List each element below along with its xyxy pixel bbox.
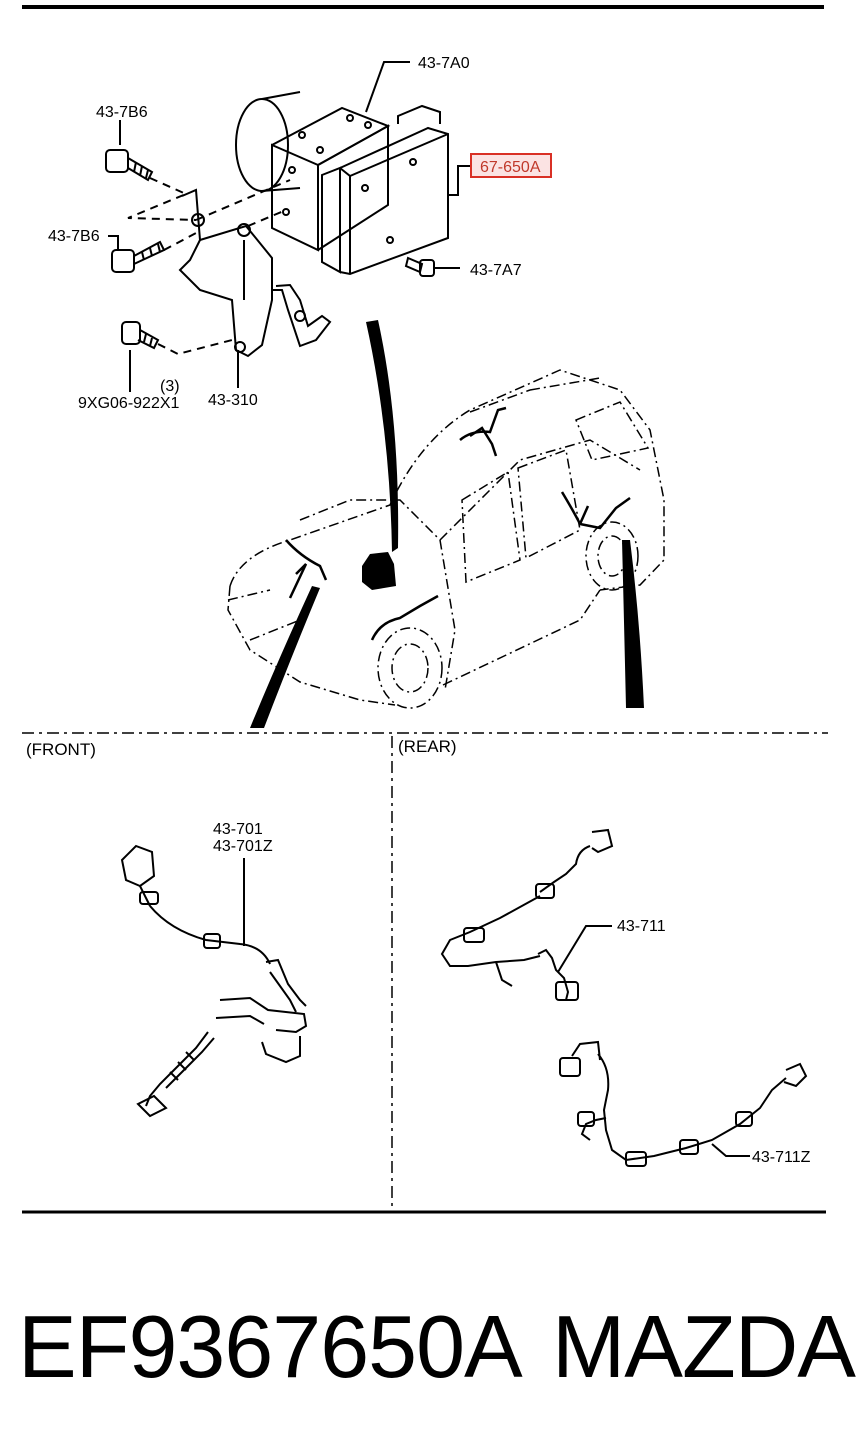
bolt-bottom-icon [121, 321, 160, 350]
label-rear-sensor-r: 43-711Z [752, 1149, 811, 1166]
section-front-title: (FRONT) [26, 740, 96, 759]
label-front-sensor-r: 43-701Z [213, 838, 273, 855]
vehicle-outline [227, 369, 665, 709]
label-bracket: 43-310 [208, 392, 258, 409]
pointer-to-front [250, 586, 320, 728]
leader-lines-top [108, 61, 470, 392]
label-bolt-lower: 43-7B6 [48, 228, 100, 245]
hu-on-vehicle-icon [362, 552, 396, 590]
front-sensor-drawing [120, 844, 308, 1118]
bolt-nut-icon [404, 256, 435, 277]
vehicle-harness [285, 406, 631, 641]
brand-name: MAZDA [552, 1297, 856, 1396]
rear-sensor-left-drawing [440, 828, 614, 1001]
bolt-lower-icon [111, 240, 166, 273]
module-highlight-box[interactable] [470, 153, 552, 178]
rear-sensor-right-drawing [559, 1040, 808, 1167]
part-number: EF9367650A [18, 1297, 523, 1396]
label-bolt-qty: (3) [160, 378, 180, 395]
label-rear-sensor-l: 43-711 [617, 918, 666, 935]
label-bolt-upper: 43-7B6 [96, 104, 148, 121]
label-bolt-nut: 43-7A7 [470, 262, 522, 279]
footer-caption: EF9367650A MAZDA [0, 1292, 864, 1402]
hydraulic-unit-drawing [235, 91, 449, 276]
rear-left-leader [557, 925, 612, 973]
dashed-guides [127, 177, 291, 356]
section-rear-title: (REAR) [398, 737, 457, 756]
label-front-sensor-l: 43-701 [213, 821, 263, 838]
label-hu-assy: 43-7A0 [418, 55, 470, 72]
label-bolt-bottom: 9XG06-922X1 [78, 395, 180, 412]
pointer-to-rear [622, 540, 644, 708]
label-module[interactable]: 67-650A [480, 159, 541, 176]
rear-right-leader [711, 1143, 750, 1157]
pointer-to-hu [366, 320, 399, 552]
bracket-drawing [178, 188, 332, 358]
bolt-upper-icon [105, 149, 154, 182]
